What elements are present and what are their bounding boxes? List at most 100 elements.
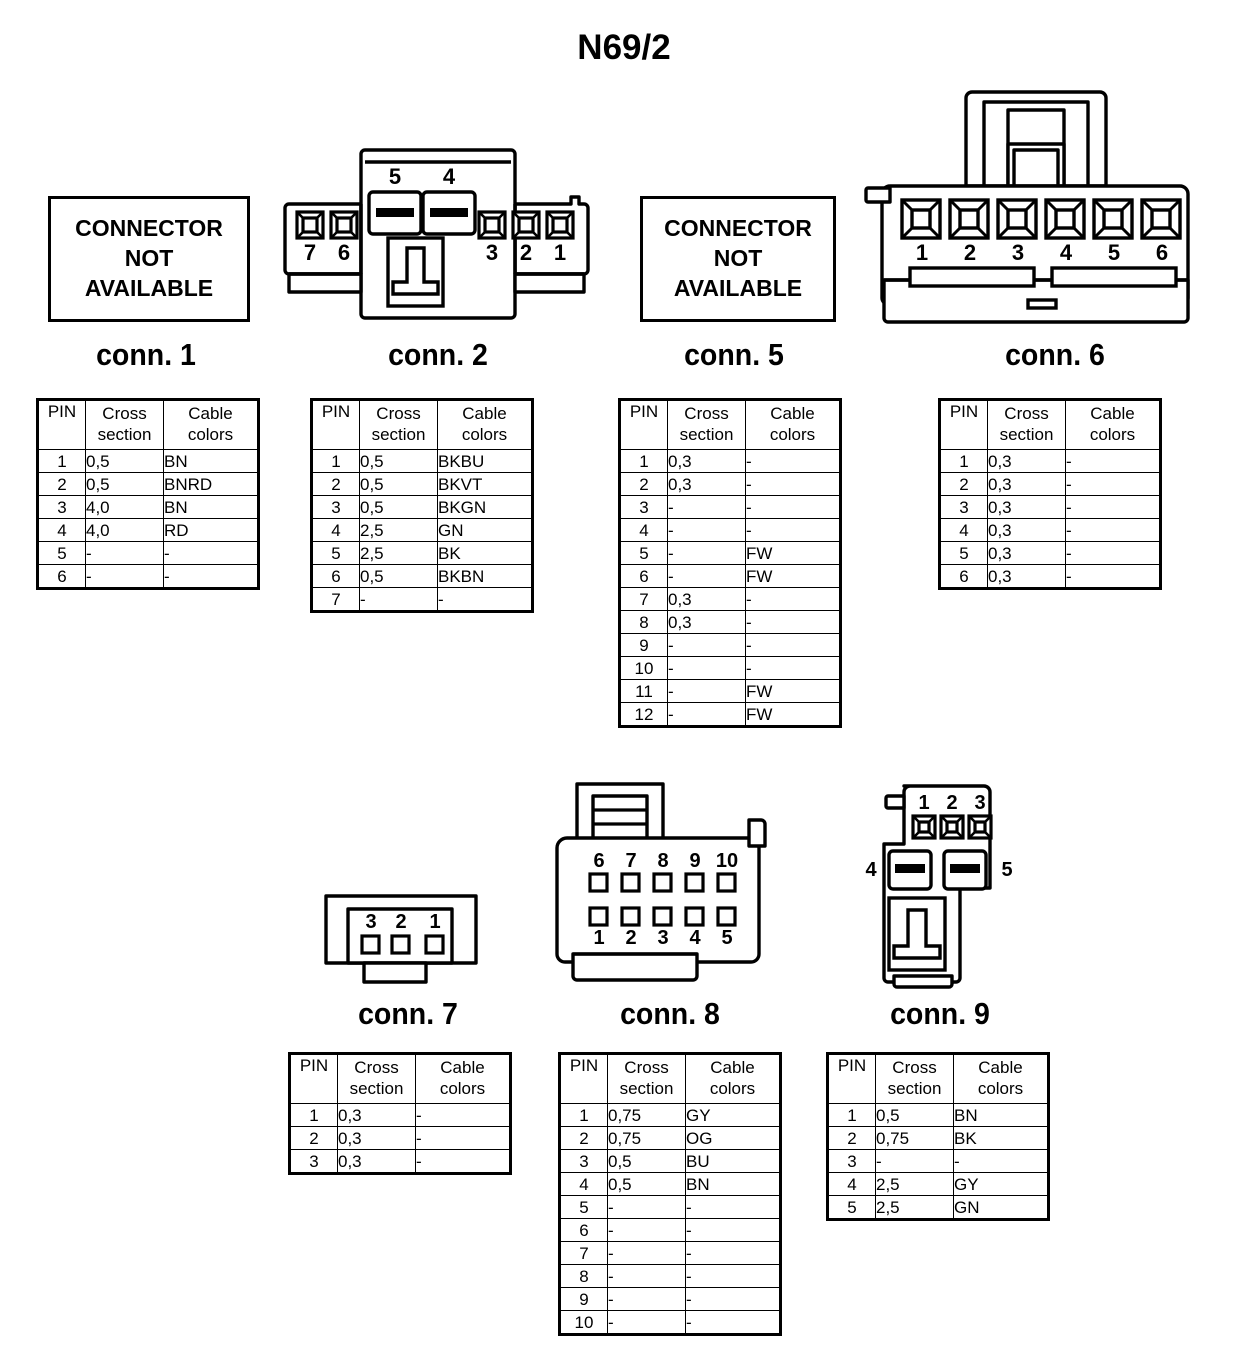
- conn6-pin-label-3: 3: [1011, 240, 1025, 265]
- placeholder-line-1: CONNECTOR: [75, 215, 223, 242]
- conn2-caption: conn. 2: [388, 337, 488, 372]
- cell-pin: 5: [827, 1195, 876, 1220]
- table-header-row: PIN Cross section Cable colors: [289, 1053, 511, 1104]
- cell-cable-colors: BKGN: [437, 495, 533, 519]
- cell-pin: 5: [619, 541, 668, 565]
- cell-cross-section: 0,3: [337, 1126, 416, 1150]
- cell-pin: 6: [939, 564, 988, 589]
- cell-pin: 7: [559, 1241, 608, 1265]
- cell-pin: 2: [37, 472, 86, 496]
- cell-cross-section: 0,3: [987, 472, 1066, 496]
- cell-pin: 10: [559, 1310, 608, 1335]
- header-cross-line2: section: [349, 1079, 404, 1099]
- conn2-connector-graphic: 7 6 5 4 3 2 1: [283, 144, 593, 336]
- table-row: 10--: [559, 1310, 781, 1335]
- page-title: N69/2: [577, 28, 671, 67]
- header-cable-line2: colors: [1089, 425, 1136, 445]
- header-cross-section: Cross section: [667, 399, 746, 450]
- cell-cable-colors: GN: [953, 1195, 1049, 1220]
- conn1-not-available-box: CONNECTOR NOT AVAILABLE: [48, 196, 250, 322]
- cell-pin: 7: [619, 587, 668, 611]
- header-pin: PIN: [619, 399, 668, 450]
- header-cable-line1: Cable: [188, 404, 233, 423]
- header-cable-colors: Cable colors: [953, 1053, 1049, 1104]
- cell-cable-colors: BKVT: [437, 472, 533, 496]
- cell-cross-section: -: [607, 1218, 686, 1242]
- cell-cable-colors: -: [1065, 449, 1161, 473]
- cell-cable-colors: BN: [163, 449, 259, 473]
- header-cross-section: Cross section: [337, 1053, 416, 1104]
- header-cable-colors: Cable colors: [415, 1053, 511, 1104]
- table-row: 5--: [37, 541, 259, 565]
- header-pin: PIN: [311, 399, 360, 450]
- table-row: 6--: [37, 564, 259, 589]
- cell-cross-section: 2,5: [359, 518, 438, 542]
- cell-cross-section: 0,75: [875, 1126, 954, 1150]
- table-row: 5--: [559, 1195, 781, 1219]
- header-cross-section: Cross section: [85, 399, 164, 450]
- header-cross-line2: section: [679, 425, 734, 445]
- cell-pin: 9: [559, 1287, 608, 1311]
- cell-cable-colors: -: [745, 656, 841, 680]
- table-header-row: PIN Cross section Cable colors: [827, 1053, 1049, 1104]
- cell-cross-section: 0,5: [85, 472, 164, 496]
- cell-pin: 1: [939, 449, 988, 473]
- conn9-caption: conn. 9: [890, 996, 990, 1031]
- cell-cross-section: -: [875, 1149, 954, 1173]
- conn6-pin-label-4: 4: [1059, 240, 1073, 265]
- cell-pin: 4: [311, 518, 360, 542]
- cell-pin: 2: [939, 472, 988, 496]
- table-row: 5-FW: [619, 541, 841, 565]
- table-row: 4--: [619, 518, 841, 542]
- conn7-caption: conn. 7: [358, 996, 458, 1031]
- conn9-pin-label-5: 5: [1001, 859, 1013, 881]
- conn9-pin-label-1: 1: [918, 792, 930, 814]
- conn8-pin-label-2: 2: [625, 927, 637, 949]
- cell-cross-section: 0,3: [987, 518, 1066, 542]
- header-cable-line2: colors: [769, 425, 816, 445]
- cell-pin: 2: [619, 472, 668, 496]
- cell-cross-section: -: [85, 564, 164, 589]
- header-cable-line1: Cable: [770, 404, 815, 423]
- cell-cable-colors: FW: [745, 679, 841, 703]
- conn8-pin-label-3: 3: [657, 927, 669, 949]
- cell-cable-colors: BKBU: [437, 449, 533, 473]
- cell-cross-section: 0,5: [607, 1149, 686, 1173]
- conn2-pin-label-5: 5: [388, 164, 402, 189]
- cell-cross-section: 0,3: [987, 449, 1066, 473]
- conn8-pin-label-6: 6: [593, 850, 605, 872]
- cell-cross-section: 0,3: [667, 472, 746, 496]
- table-row: 9--: [559, 1287, 781, 1311]
- cell-pin: 6: [559, 1218, 608, 1242]
- cell-cable-colors: -: [685, 1310, 781, 1335]
- cell-pin: 10: [619, 656, 668, 680]
- cell-pin: 1: [619, 449, 668, 473]
- cell-cross-section: 0,5: [359, 564, 438, 588]
- cell-pin: 7: [311, 587, 360, 612]
- table-row: 12-FW: [619, 702, 841, 727]
- header-cross-line1: Cross: [354, 1058, 399, 1077]
- conn6-pin-label-6: 6: [1155, 240, 1169, 265]
- header-cross-line2: section: [619, 1079, 674, 1099]
- cell-pin: 3: [827, 1149, 876, 1173]
